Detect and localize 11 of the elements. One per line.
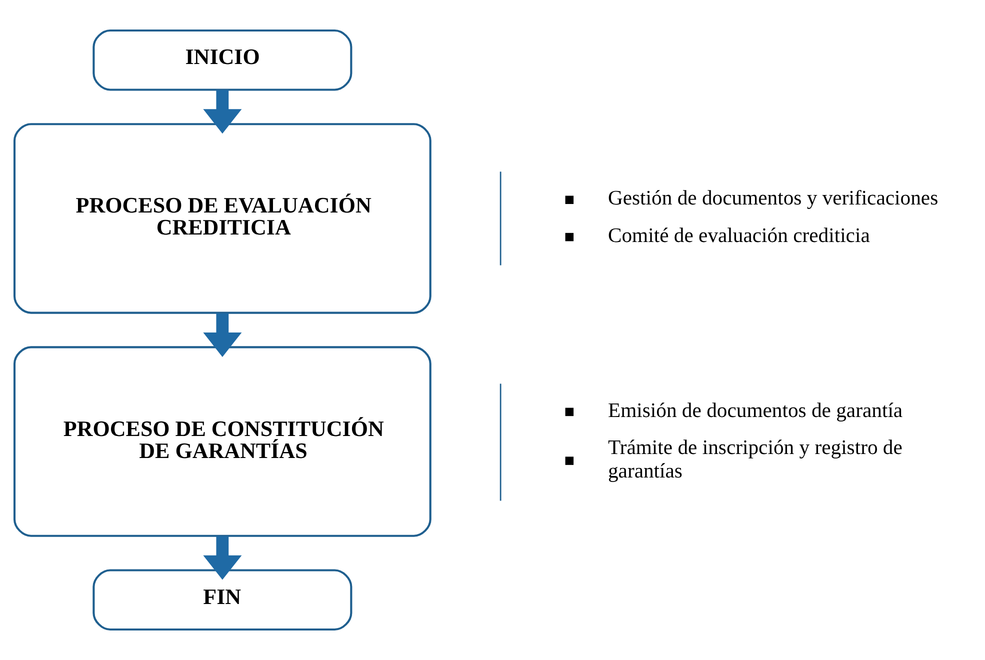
node-box: INICIO [92,29,352,91]
node-box: PROCESO DE CONSTITUCIÓN DE GARANTÍAS [12,346,431,537]
node-box: PROCESO DE EVALUACIÓN CREDITICIA [12,123,431,314]
node-label: Trámite de inscripción y registro de garantías [607,436,902,482]
node-label: Emisión de documentos de garantía [607,400,902,422]
node-label: Comité de evaluación crediticia [607,224,870,247]
node-box: FIN [92,569,352,631]
node-label: Gestión de documentos y verificaciones [607,188,938,210]
arrow [202,313,242,357]
arrow [202,536,242,580]
arrow [202,90,242,134]
